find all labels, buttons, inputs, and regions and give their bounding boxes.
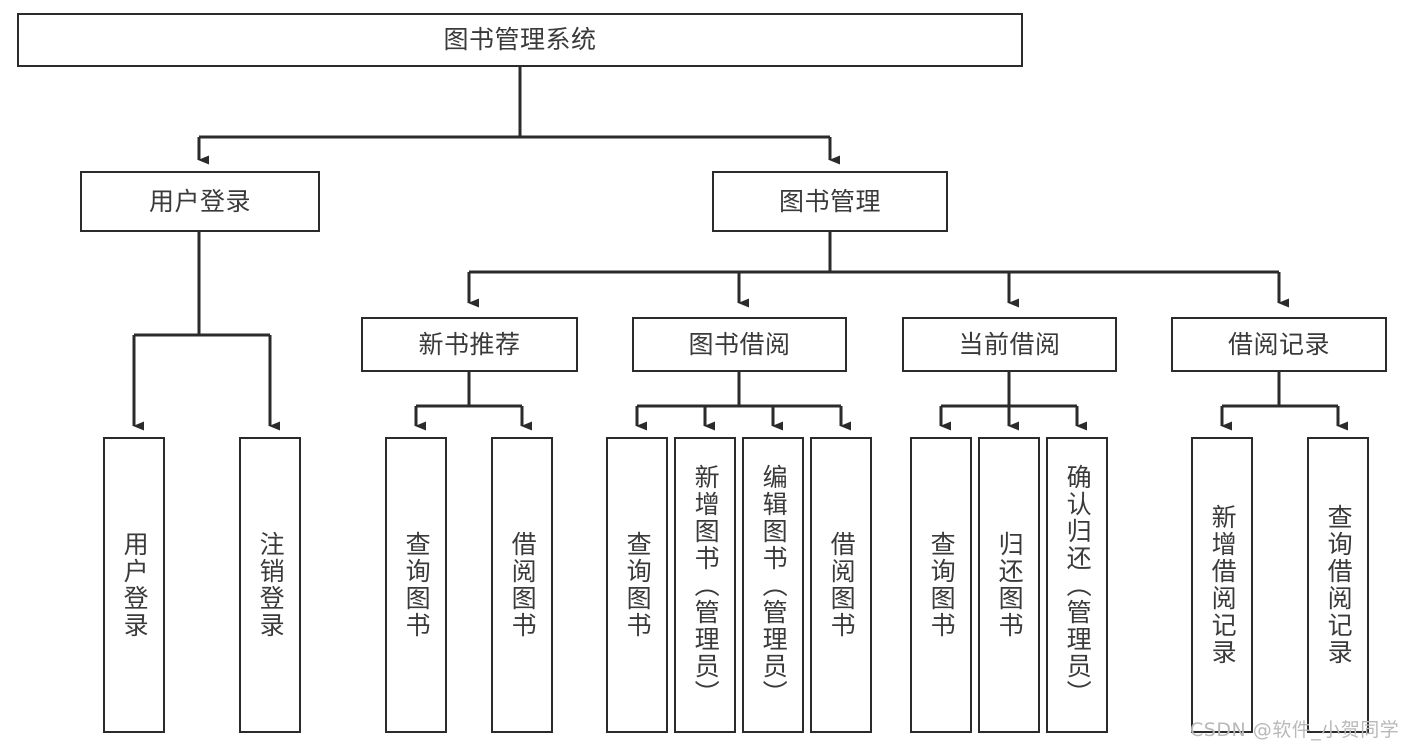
leaf-user-logout[interactable]: 注销登录	[239, 437, 301, 733]
node-new-book-recommend[interactable]: 新书推荐	[361, 317, 578, 372]
node-label: 确认归还（管理员）	[1063, 463, 1093, 707]
leaf-add-book[interactable]: 新增图书（管理员）	[674, 437, 736, 733]
leaf-query-book-2[interactable]: 查询图书	[606, 437, 668, 733]
leaf-query-book-3[interactable]: 查询图书	[910, 437, 972, 733]
node-label: 新增图书（管理员）	[691, 463, 721, 707]
leaf-borrow-book-2[interactable]: 借阅图书	[810, 437, 872, 733]
node-book-manage[interactable]: 图书管理	[712, 171, 948, 232]
node-label: 编辑图书（管理员）	[759, 463, 789, 707]
node-label: 当前借阅	[958, 329, 1061, 359]
leaf-user-login[interactable]: 用户登录	[103, 437, 165, 733]
node-label: 借阅图书	[508, 531, 538, 639]
node-user-login[interactable]: 用户登录	[80, 171, 320, 232]
leaf-return-book[interactable]: 归还图书	[978, 437, 1040, 733]
leaf-add-record[interactable]: 新增借阅记录	[1191, 437, 1253, 733]
node-label: 查询图书	[402, 531, 432, 639]
node-label: 用户登录	[148, 186, 251, 216]
node-label: 借阅图书	[827, 531, 857, 639]
node-label: 图书借阅	[688, 329, 791, 359]
node-current-borrow[interactable]: 当前借阅	[902, 317, 1117, 372]
node-label: 新增借阅记录	[1208, 504, 1238, 666]
node-label: 归还图书	[995, 531, 1025, 639]
node-label: 查询借阅记录	[1324, 504, 1354, 666]
node-label: 图书管理系统	[443, 25, 597, 55]
node-book-borrow[interactable]: 图书借阅	[632, 317, 847, 372]
leaf-edit-book[interactable]: 编辑图书（管理员）	[742, 437, 804, 733]
node-label: 用户登录	[120, 531, 150, 639]
node-label: 借阅记录	[1227, 329, 1330, 359]
node-label: 图书管理	[778, 186, 881, 216]
node-label: 查询图书	[927, 531, 957, 639]
leaf-query-record[interactable]: 查询借阅记录	[1307, 437, 1369, 733]
node-root-book-management-system[interactable]: 图书管理系统	[17, 13, 1023, 67]
node-label: 查询图书	[623, 531, 653, 639]
node-label: 注销登录	[256, 531, 286, 639]
node-label: 新书推荐	[418, 329, 521, 359]
csdn-watermark: CSDN @软件_小贺同学	[1190, 719, 1400, 741]
node-borrow-record[interactable]: 借阅记录	[1171, 317, 1387, 372]
leaf-confirm-return[interactable]: 确认归还（管理员）	[1046, 437, 1108, 733]
leaf-query-book-1[interactable]: 查询图书	[385, 437, 447, 733]
leaf-borrow-book-1[interactable]: 借阅图书	[491, 437, 553, 733]
